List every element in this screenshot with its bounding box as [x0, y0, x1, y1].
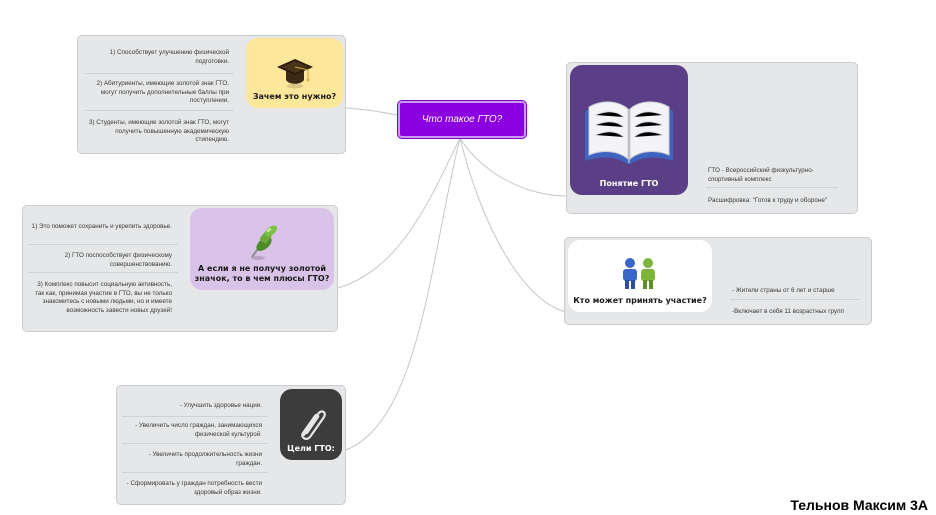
pluses-title: А если я не получу золотой значок, то в … — [194, 264, 330, 283]
concept-item-1: ГТО - Всероссийский физкультурно-спортив… — [708, 167, 814, 183]
goals-item-3: - Увеличить продолжительность жизни граж… — [148, 451, 262, 467]
link-goals — [345, 137, 461, 451]
concept-item-2: Расшифровка: "Готов к труду и обороне" — [708, 197, 828, 204]
who-title: Кто может принять участие? — [573, 296, 707, 305]
pluses-separator-1 — [28, 244, 178, 245]
goals-item-2: - Увеличить число граждан, занимающихся … — [135, 422, 262, 438]
pluses-item-2: 2) ГТО поспособствует физическому соверш… — [64, 252, 172, 268]
open-book-icon — [585, 101, 673, 165]
central-title: Что такое ГТО? — [421, 114, 503, 125]
goals-item-1: - Улучшить здоровье нации. — [179, 402, 262, 409]
concept-separator-1 — [706, 187, 838, 188]
paperclip-icon — [301, 410, 326, 440]
goals-separator-2 — [122, 443, 268, 444]
pluses-item-3: 3) Комплекс повысит социальную активност… — [35, 281, 172, 314]
link-concept — [459, 137, 567, 197]
author-caption: Тельнов Максим 3А — [790, 497, 928, 513]
concept-title: Понятие ГТО — [599, 179, 659, 188]
why-separator-1 — [84, 73, 234, 74]
pluses-separator-2 — [28, 272, 178, 273]
goals-card[interactable]: Цели ГТО: — [280, 389, 342, 460]
why-item-1: 1) Способствует улучшению физической под… — [109, 49, 229, 65]
who-item-2: -Включает в себя 11 возрастных групп — [732, 308, 844, 315]
graduation-cap-icon — [276, 59, 313, 89]
goals-title: Цели ГТО: — [287, 444, 335, 453]
goals-item-4: - Сформировать у граждан потребность вес… — [126, 480, 262, 496]
who-card[interactable]: Кто может принять участие? — [568, 240, 712, 312]
pluses-item-1: 1) Это поможет сохранить и укрепить здор… — [31, 223, 172, 230]
goals-separator-3 — [122, 472, 268, 473]
who-separator-1 — [730, 299, 860, 300]
link-who — [459, 137, 567, 313]
why-separator-2 — [84, 110, 234, 111]
central-topic[interactable]: Что такое ГТО? — [398, 101, 526, 138]
why-item-3: 3) Студенты, имеющие золотой знак ГТО, м… — [88, 119, 229, 143]
concept-card[interactable]: Понятие ГТО — [570, 65, 688, 195]
why-card[interactable]: Зачем это нужно? — [246, 38, 343, 108]
pluses-card[interactable]: А если я не получу золотой значок, то в … — [190, 208, 334, 290]
people-icon — [623, 258, 655, 289]
pushpin-icon — [251, 225, 277, 260]
why-title: Зачем это нужно? — [252, 92, 337, 101]
goals-separator-1 — [122, 416, 268, 417]
link-pluses — [337, 137, 461, 289]
who-item-1: - Жители страны от 6 лет и старше — [732, 287, 835, 294]
why-item-2: 2) Абитуриенты, имеющие золотой знак ГТО… — [96, 80, 230, 104]
